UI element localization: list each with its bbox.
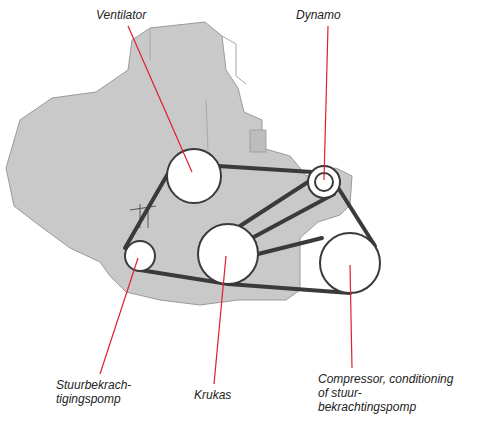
engine-outline — [6, 22, 352, 305]
part-label: Compressor, conditioning of stuur- bekra… — [318, 372, 458, 414]
part-label: Krukas — [194, 388, 264, 402]
part-label: Stuurbekrach- tigingspomp — [56, 378, 152, 406]
leader-line — [100, 26, 352, 384]
engine-detail — [150, 28, 246, 150]
engine-detail — [250, 130, 266, 152]
part-label: Ventilator — [96, 8, 186, 22]
part-label: Dynamo — [296, 8, 366, 22]
pulley — [125, 149, 380, 293]
